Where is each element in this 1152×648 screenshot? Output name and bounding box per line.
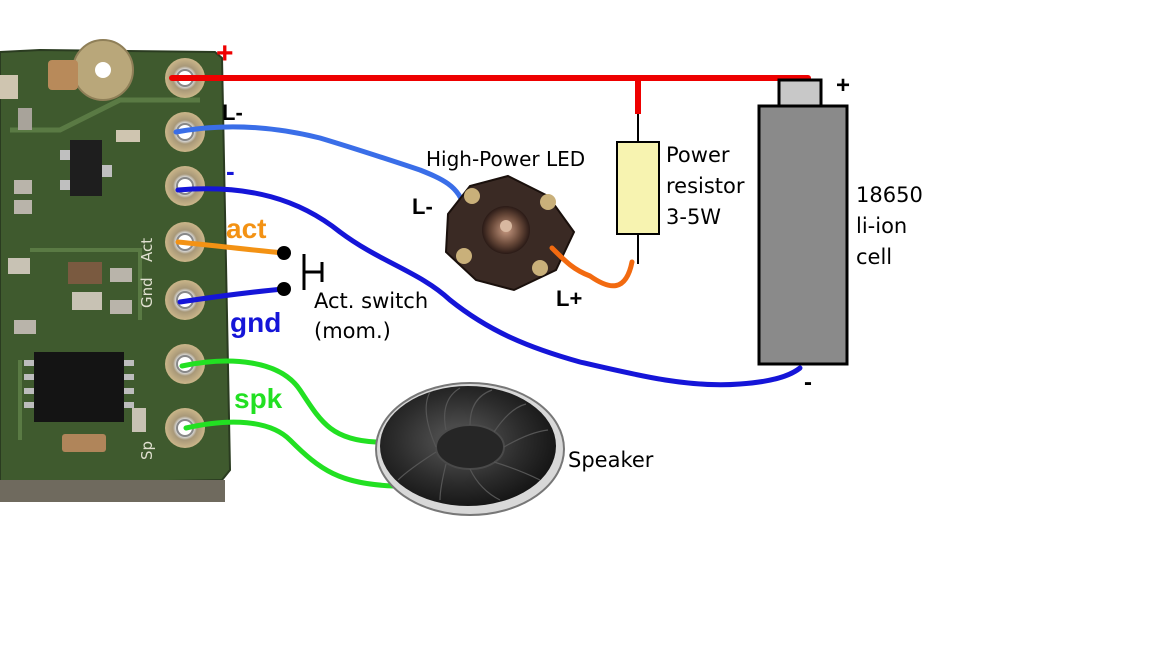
led-pad <box>532 260 548 276</box>
negative-wire: - <box>175 156 803 388</box>
minus-label: - <box>226 156 235 186</box>
pcb-trace <box>30 248 142 320</box>
transistor-pin <box>102 165 112 177</box>
pcb-bottom-edge <box>0 480 225 502</box>
switch-contact-bottom <box>277 282 291 296</box>
switch-contact-top <box>277 246 291 260</box>
speaker-label: Speaker <box>568 448 654 472</box>
ic-pins <box>24 360 134 408</box>
battery-label-2: li-ion <box>856 214 907 238</box>
high-power-led: High-Power LED L- L+ <box>412 147 635 311</box>
l-minus-label: L- <box>222 100 243 125</box>
power-resistor: Power resistor 3-5W <box>616 114 745 264</box>
battery-label-3: cell <box>856 245 892 269</box>
smd-component <box>14 200 32 214</box>
act-switch: Act. switch (mom.) <box>277 246 428 343</box>
smd-component <box>14 180 32 194</box>
ic-chip <box>34 352 124 422</box>
switch-label-1: Act. switch <box>314 289 428 313</box>
led-pad <box>540 194 556 210</box>
smd-component <box>14 320 36 334</box>
smd-component <box>18 108 32 130</box>
battery-minus: - <box>804 369 812 396</box>
smd-component <box>132 408 146 432</box>
resistor-label-1: Power <box>666 143 730 167</box>
pcb-trace <box>10 97 200 133</box>
led-die <box>500 220 512 232</box>
speaker-wires: spk <box>179 358 397 489</box>
smd-component <box>62 434 106 452</box>
speaker: Speaker <box>375 382 654 516</box>
resistor-label-2: resistor <box>666 174 745 198</box>
smd-component <box>116 130 140 142</box>
smd-component <box>48 60 78 90</box>
battery-label-1: 18650 <box>856 183 923 207</box>
led-pad <box>456 248 472 264</box>
led-l-plus: L+ <box>556 286 582 311</box>
smd-component <box>0 75 18 99</box>
led-l-minus: L- <box>412 194 433 219</box>
speaker-vanes <box>397 387 549 501</box>
transistor-pin <box>60 150 70 160</box>
battery-body <box>757 104 849 366</box>
battery-18650: + - 18650 li-ion cell <box>757 72 923 396</box>
led-plus-wire <box>549 245 635 289</box>
gnd-label: gnd <box>230 307 281 338</box>
silk-gnd: Gnd <box>138 277 156 308</box>
act-label: act <box>226 213 266 244</box>
smd-component <box>110 300 132 314</box>
battery-terminal <box>777 78 823 108</box>
pcb-board: Gnd Act Sp <box>0 39 232 502</box>
transistor-chip <box>70 140 102 196</box>
board-mount-hole <box>95 62 111 78</box>
gnd-wire: gnd <box>177 286 287 338</box>
led-title: High-Power LED <box>426 147 585 171</box>
resistor-body <box>616 141 660 235</box>
spk-label: spk <box>234 383 283 414</box>
smd-component <box>8 258 30 274</box>
switch-label-2: (mom.) <box>314 319 391 343</box>
resistor-label-3: 3-5W <box>666 205 721 229</box>
smd-component <box>68 262 102 284</box>
positive-wire: + <box>169 37 811 114</box>
battery-plus: + <box>836 72 850 99</box>
act-wire: act <box>175 213 287 256</box>
transistor-pin <box>60 180 70 190</box>
silk-act: Act <box>138 238 156 262</box>
smd-component <box>110 268 132 282</box>
smd-component <box>72 292 102 310</box>
silk-sp: Sp <box>138 441 156 460</box>
l-minus-wire: L- <box>173 100 467 211</box>
led-pad <box>464 188 480 204</box>
plus-label: + <box>216 37 234 70</box>
